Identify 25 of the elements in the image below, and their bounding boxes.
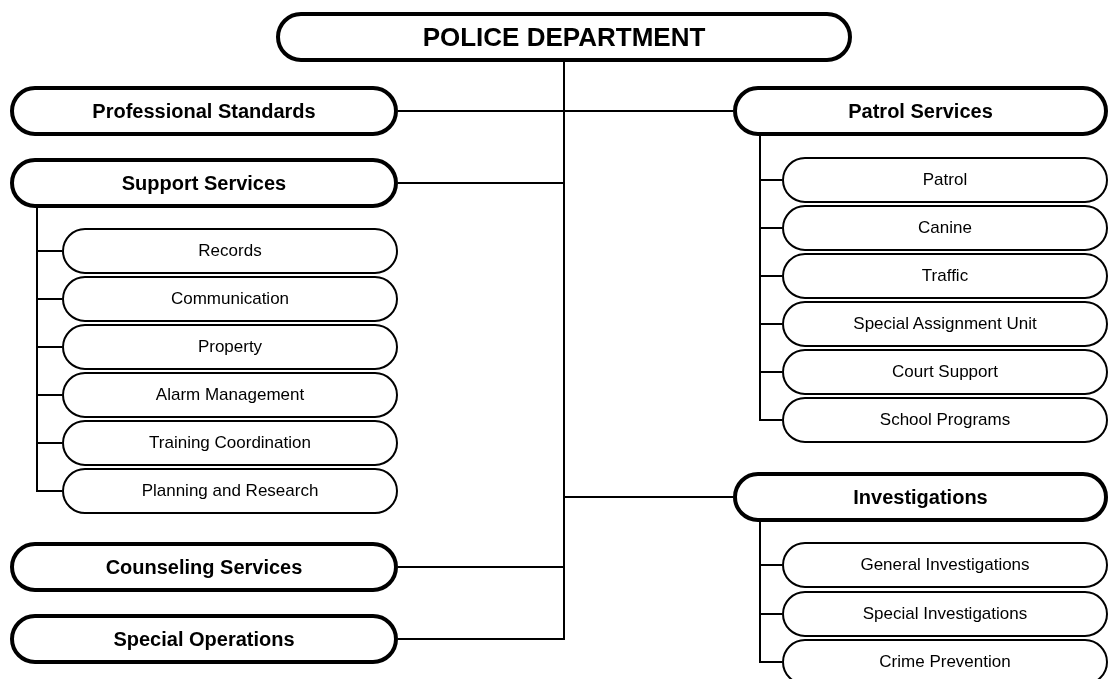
division-box: Special Operations (10, 614, 398, 664)
unit-box: Alarm Management (62, 372, 398, 418)
unit-box: Court Support (782, 349, 1108, 395)
division-box: POLICE DEPARTMENT (276, 12, 852, 62)
unit-box: Records (62, 228, 398, 274)
unit-box: Training Coordination (62, 420, 398, 466)
unit-box: Crime Prevention (782, 639, 1108, 679)
connector-line (759, 135, 783, 421)
division-box: Support Services (10, 158, 398, 208)
connector-line (36, 207, 63, 492)
unit-box: Patrol (782, 157, 1108, 203)
unit-box: General Investigations (782, 542, 1108, 588)
unit-box: Planning and Research (62, 468, 398, 514)
unit-box: Special Investigations (782, 591, 1108, 637)
connector-line (759, 521, 783, 663)
division-box: Counseling Services (10, 542, 398, 592)
unit-box: Property (62, 324, 398, 370)
division-box: Patrol Services (733, 86, 1108, 136)
unit-box: Special Assignment Unit (782, 301, 1108, 347)
unit-box: Communication (62, 276, 398, 322)
unit-box: School Programs (782, 397, 1108, 443)
division-box: Professional Standards (10, 86, 398, 136)
unit-box: Canine (782, 205, 1108, 251)
division-box: Investigations (733, 472, 1108, 522)
unit-box: Traffic (782, 253, 1108, 299)
